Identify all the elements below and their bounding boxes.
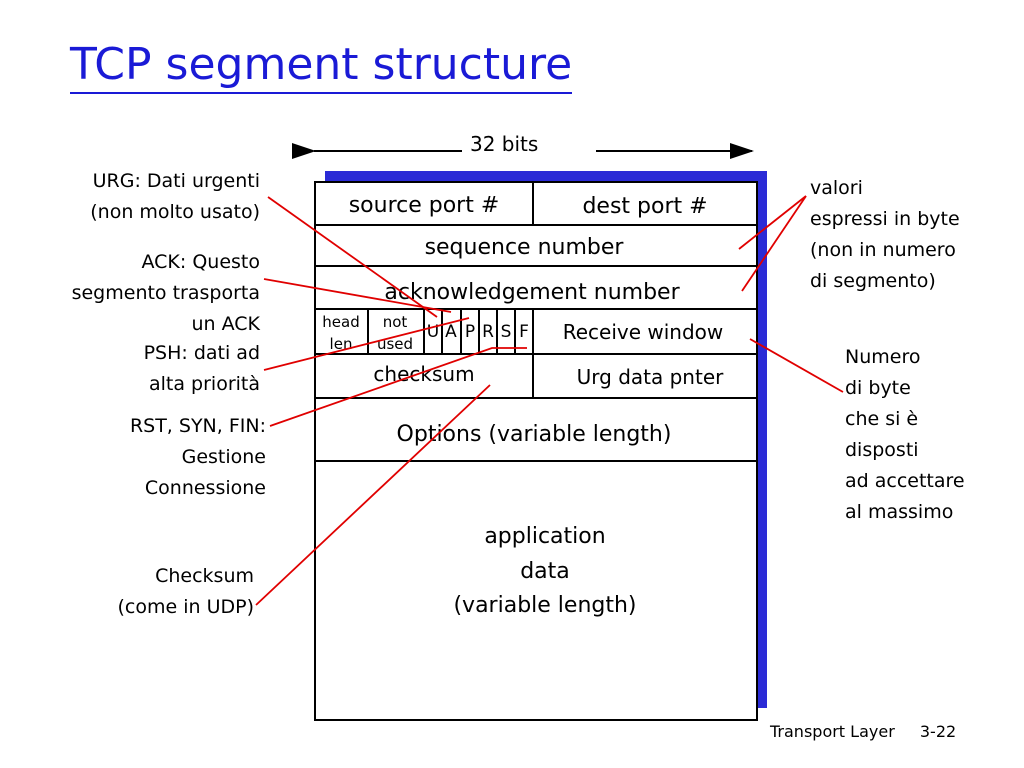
psh-annotation: PSH: dati ad alta priorità (143, 342, 260, 395)
slide-footer: Transport Layer 3-22 (770, 722, 956, 741)
receive-window-field: Receive window (563, 320, 724, 344)
width-label: 32 bits (470, 132, 539, 156)
values-pointer-line-2 (741, 195, 807, 292)
flag-f: F (519, 322, 529, 342)
flag-r: R (482, 322, 494, 342)
urg-pointer-line (267, 196, 438, 318)
app-data-line2: data (520, 559, 570, 584)
window-pointer-line (749, 338, 844, 393)
ack-number-field: acknowledgement number (384, 280, 680, 305)
flag-p: P (465, 322, 475, 342)
head-len-field-line1: head (322, 313, 359, 331)
dest-port-field: dest port # (582, 194, 707, 219)
checksum-annotation: Checksum (come in UDP) (117, 565, 255, 618)
app-data-line3: (variable length) (453, 593, 636, 618)
urg-pointer-field: Urg data pnter (577, 365, 724, 389)
checksum-pointer-line (255, 384, 491, 606)
slide-title: TCP segment structure (70, 40, 573, 94)
footer-section: Transport Layer (770, 722, 895, 741)
not-used-field-line1: not (383, 313, 408, 331)
checksum-field: checksum (373, 362, 474, 386)
flag-u: U (427, 322, 439, 342)
source-port-field: source port # (349, 193, 500, 218)
options-field: Options (variable length) (397, 422, 672, 447)
values-pointer-line-1 (738, 195, 807, 250)
sequence-number-field: sequence number (425, 235, 625, 260)
values-annotation: valori espressi in byte (non in numero d… (810, 177, 960, 292)
rst-syn-fin-pointer-line (269, 347, 527, 427)
segment-box (314, 181, 758, 721)
not-used-field-line2: used (377, 335, 413, 353)
ack-annotation: ACK: Questo segmento trasporta un ACK (71, 251, 260, 335)
flag-s: S (501, 322, 512, 342)
flag-a: A (445, 322, 457, 342)
ack-pointer-line (263, 278, 452, 313)
rst-syn-fin-annotation: RST, SYN, FIN: Gestione Connessione (129, 415, 266, 499)
psh-pointer-line (263, 317, 470, 371)
footer-page-number: 3-22 (919, 722, 957, 741)
urg-annotation: URG: Dati urgenti (non molto usato) (90, 170, 260, 223)
app-data-line1: application (484, 524, 605, 549)
window-annotation: Numero di byte che si è disposti ad acce… (845, 346, 965, 523)
